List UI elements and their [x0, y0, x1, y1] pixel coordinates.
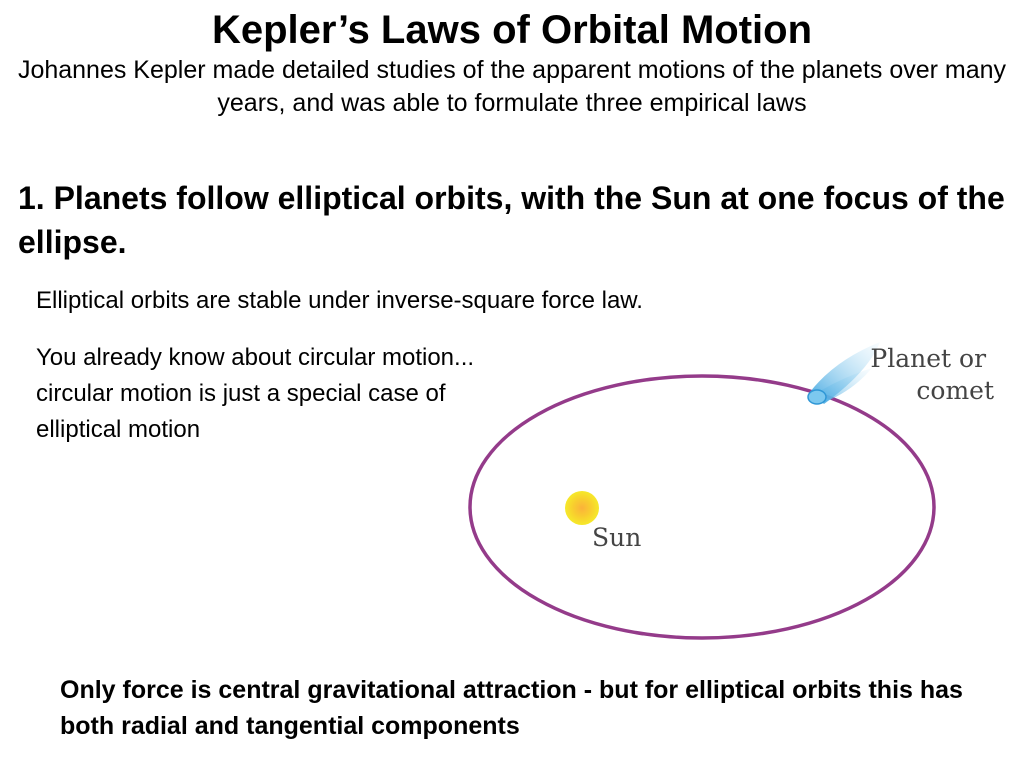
slide-title: Kepler’s Laws of Orbital Motion — [211, 8, 813, 52]
planet-label-line1: Planet or — [870, 344, 986, 373]
planet-label: Planet or comet — [870, 344, 994, 405]
law-1-heading: 1. Planets follow elliptical orbits, wit… — [18, 180, 1005, 260]
footer-note: Only force is central gravitational attr… — [60, 676, 963, 740]
stable-orbits-note: Elliptical orbits are stable under inver… — [36, 287, 643, 314]
sun-icon — [565, 491, 599, 525]
sun-label: Sun — [592, 523, 641, 552]
circular-motion-note: You already know about circular motion..… — [36, 344, 475, 443]
orbit-ellipse — [468, 374, 936, 640]
slide-subtitle: Johannes Kepler made detailed studies of… — [17, 56, 1007, 117]
comet-icon — [807, 342, 880, 405]
orbit-diagram: Sun Planet or comet — [468, 342, 994, 640]
planet-label-line2: comet — [916, 376, 994, 405]
